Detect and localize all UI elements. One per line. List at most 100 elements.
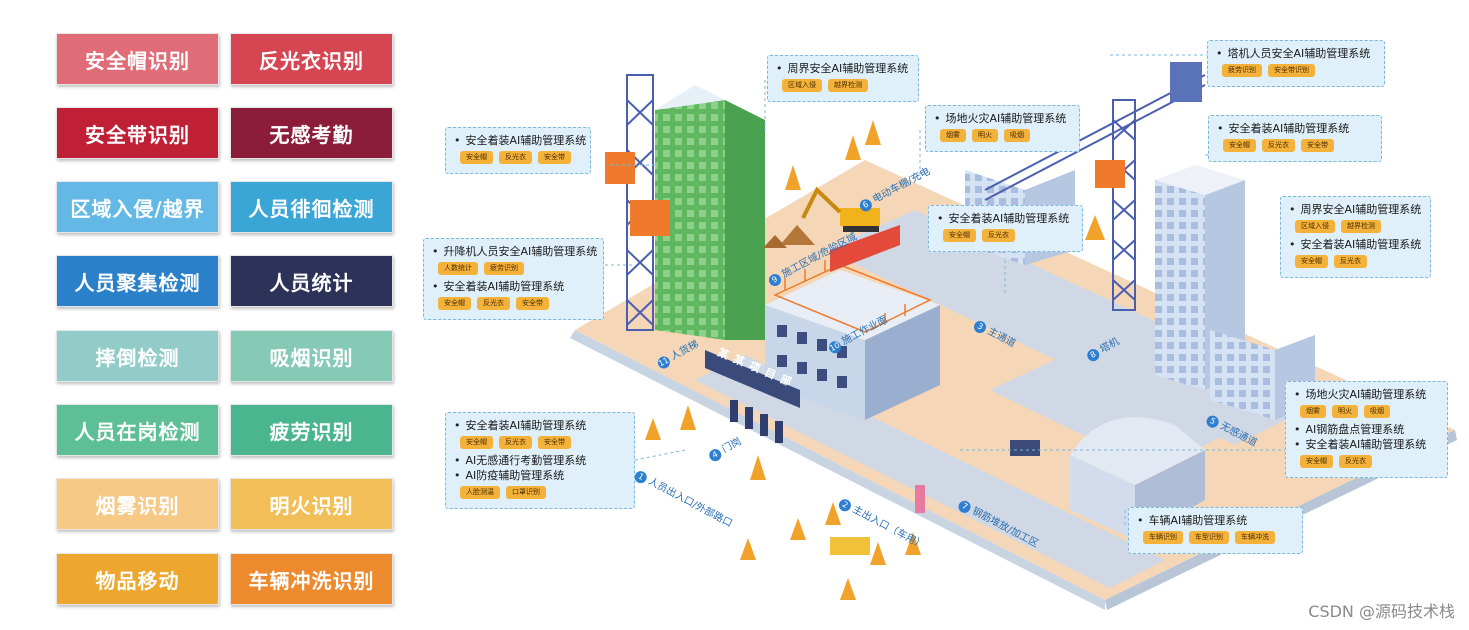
system-name: 安全着装AI辅助管理系统 — [937, 211, 1074, 226]
capability-chip: 明火 — [972, 129, 998, 142]
capability-chip-row: 烟雾明火吸烟 — [940, 129, 1071, 142]
info-box-hoist: 升降机人员安全AI辅助管理系统人数统计疲劳识别安全着装AI辅助管理系统安全帽反光… — [423, 238, 604, 320]
system-name: 安全着装AI辅助管理系统 — [454, 133, 587, 148]
system-name: 场地火灾AI辅助管理系统 — [934, 111, 1071, 126]
system-name: 周界安全AI辅助管理系统 — [1289, 202, 1422, 217]
green-building-roof — [655, 85, 765, 120]
capability-chip: 吸烟 — [1004, 129, 1030, 142]
capability-chip: 越界检测 — [828, 79, 868, 92]
feature-tag: 车辆冲洗识别 — [230, 553, 393, 605]
truck-icon — [1010, 440, 1040, 456]
capability-chip: 反光衣 — [1334, 255, 1367, 268]
feature-tag: 安全带识别 — [56, 107, 219, 159]
capability-chip: 烟雾 — [1300, 405, 1326, 418]
capability-chip: 反光衣 — [499, 151, 532, 164]
feature-tag: 物品移动 — [56, 553, 219, 605]
feature-tag: 人员统计 — [230, 255, 393, 307]
office-windows — [777, 325, 847, 388]
capability-chip-row: 区域入侵越界检测 — [782, 79, 910, 92]
feature-tag: 无感考勤 — [230, 107, 393, 159]
capability-chip: 安全帽 — [1295, 255, 1328, 268]
hoist-cabin-top — [605, 152, 635, 184]
feature-tag: 区域入侵/越界 — [56, 181, 219, 233]
capability-chip: 疲劳识别 — [1222, 64, 1262, 77]
capability-chip-row: 安全帽反光衣 — [1295, 255, 1422, 268]
capability-chip: 明火 — [1332, 405, 1358, 418]
feature-tag: 安全帽识别 — [56, 33, 219, 85]
capability-chip: 人脸测温 — [460, 486, 500, 499]
right-low-building — [1210, 330, 1275, 420]
capability-chip: 反光衣 — [499, 436, 532, 449]
rooftop-scaffold — [773, 260, 932, 333]
site-ground-edge — [570, 330, 1105, 610]
tower-crane — [984, 74, 1206, 311]
dirt-pile — [780, 225, 815, 245]
capability-chip-row: 安全帽反光衣安全带 — [460, 436, 626, 449]
capability-chip: 安全带 — [538, 436, 571, 449]
feature-tag: 吸烟识别 — [230, 330, 393, 382]
capability-chip: 安全帽 — [1223, 139, 1256, 152]
capability-chip-row: 烟雾明火吸烟 — [1300, 405, 1439, 418]
crane-counterweight — [1170, 62, 1202, 102]
capability-chip: 安全带 — [538, 151, 571, 164]
dirt-pile — [763, 235, 787, 248]
capability-chip: 口罩识别 — [506, 486, 546, 499]
feature-tag: 疲劳识别 — [230, 404, 393, 456]
capability-chip-row: 安全帽反光衣安全带 — [460, 151, 582, 164]
capability-chip: 区域入侵 — [782, 79, 822, 92]
right-tower-roof — [1155, 165, 1245, 195]
capability-chip-row: 人数统计疲劳识别 — [438, 262, 595, 275]
capability-chip-row: 安全帽反光衣 — [943, 229, 1074, 242]
system-name: 安全着装AI辅助管理系统 — [454, 418, 626, 433]
front-road — [695, 355, 1165, 588]
connector-lines — [605, 54, 1286, 525]
office-side — [865, 305, 940, 420]
capability-chip: 反光衣 — [1262, 139, 1295, 152]
car-icon — [830, 537, 870, 555]
capability-chip: 区域入侵 — [1295, 220, 1335, 233]
green-building-front — [655, 100, 725, 340]
feature-tag: 摔倒检测 — [56, 330, 219, 382]
system-name: AI防疫辅助管理系统 — [454, 468, 626, 483]
capability-chip-row: 安全帽反光衣 — [1300, 455, 1439, 468]
capability-chip-row: 安全帽反光衣安全带 — [1223, 139, 1373, 152]
system-name: 周界安全AI辅助管理系统 — [776, 61, 910, 76]
warehouse-front — [1070, 455, 1135, 540]
system-name: 车辆AI辅助管理系统 — [1137, 513, 1294, 528]
capability-chip: 反光衣 — [982, 229, 1015, 242]
capability-chip: 疲劳识别 — [484, 262, 524, 275]
system-name: 安全着装AI辅助管理系统 — [432, 279, 595, 294]
system-name: AI钢筋盘点管理系统 — [1294, 422, 1439, 437]
capability-chip: 安全帽 — [460, 436, 493, 449]
capability-chip-row: 人脸测温口罩识别 — [460, 486, 626, 499]
capability-chip-row: 区域入侵越界检测 — [1295, 220, 1422, 233]
office-roof — [765, 270, 940, 340]
system-name: 安全着装AI辅助管理系统 — [1294, 437, 1439, 452]
info-box-perimeter-right: 周界安全AI辅助管理系统区域入侵越界检测安全着装AI辅助管理系统安全帽反光衣 — [1280, 196, 1431, 278]
watermark: CSDN @源码技术栈 — [1308, 602, 1455, 621]
feature-tag: 人员在岗检测 — [56, 404, 219, 456]
system-name: 安全着装AI辅助管理系统 — [1217, 121, 1373, 136]
capability-chip: 安全带识别 — [1268, 64, 1315, 77]
excavator-icon — [801, 186, 880, 232]
turnstiles — [730, 400, 783, 443]
capability-chip: 安全帽 — [943, 229, 976, 242]
capability-chip: 安全带 — [1301, 139, 1334, 152]
trees — [645, 120, 1105, 600]
system-name: 升降机人员安全AI辅助管理系统 — [432, 244, 598, 259]
capability-chip: 车辆冲洗 — [1235, 531, 1275, 544]
feature-tag: 明火识别 — [230, 478, 393, 530]
hoist-cabin-mid — [630, 200, 670, 236]
gate-barrier — [915, 485, 925, 513]
system-name: 塔机人员安全AI辅助管理系统 — [1216, 46, 1376, 61]
capability-chip: 安全帽 — [1300, 455, 1333, 468]
capability-chip: 车型识别 — [1189, 531, 1229, 544]
